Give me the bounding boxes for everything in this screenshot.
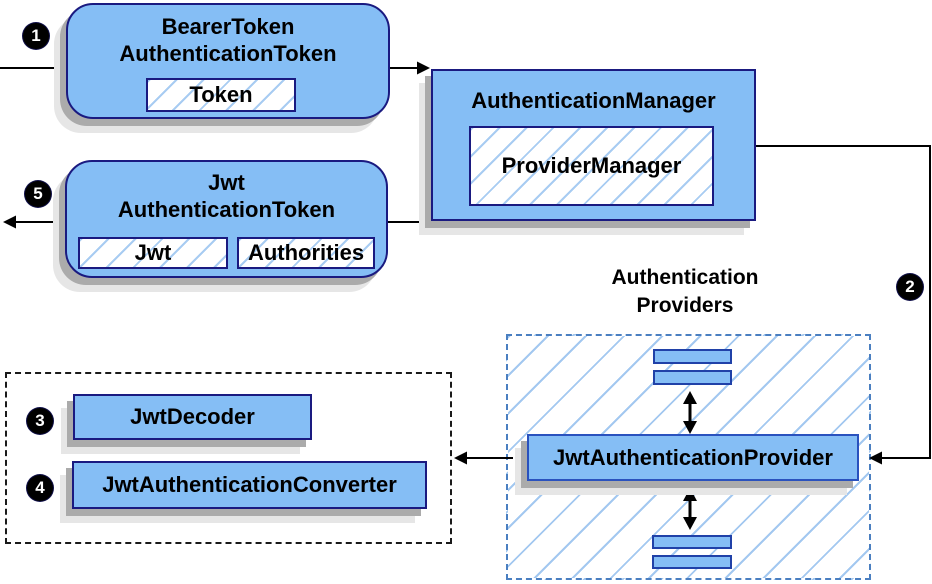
step-3-badge: 3 (27, 408, 53, 434)
step-4-badge: 4 (27, 475, 53, 501)
token-field-label: Token (189, 82, 253, 107)
arrow-to-converter-group (454, 451, 513, 465)
provider-placeholder-bar (652, 555, 732, 569)
token-field: Token (146, 78, 296, 112)
provider-manager-label: ProviderManager (501, 153, 682, 178)
provider-manager-field: ProviderManager (469, 126, 714, 206)
double-arrow-top (683, 391, 697, 434)
bearer-token-title: BearerToken AuthenticationToken (119, 14, 337, 66)
provider-placeholder-bar (653, 370, 732, 385)
authentication-manager-title: AuthenticationManager (471, 88, 716, 113)
jwt-field: Jwt (78, 237, 228, 269)
step-1-badge: 1 (23, 23, 49, 49)
step-5-badge: 5 (25, 181, 51, 207)
jwt-authentication-provider-node: JwtAuthenticationProvider (527, 434, 859, 481)
step-2-badge: 2 (897, 274, 923, 300)
converter-group-container (5, 372, 452, 544)
double-arrow-bottom (683, 488, 697, 530)
jwt-decoder-label: JwtDecoder (130, 404, 255, 429)
authorities-field: Authorities (237, 237, 375, 269)
jwt-authentication-token-title: Jwt AuthenticationToken (117, 170, 336, 222)
jwt-authentication-converter-node: JwtAuthenticationConverter (72, 461, 427, 509)
jwt-field-label: Jwt (134, 240, 172, 265)
arrow-response-out (3, 215, 65, 229)
arrow-to-jwt-authentication-provider (756, 145, 931, 465)
jwt-authentication-provider-label: JwtAuthenticationProvider (553, 444, 833, 470)
authorities-field-label: Authorities (247, 240, 365, 265)
provider-placeholder-bar (653, 349, 732, 364)
jwt-decoder-node: JwtDecoder (73, 394, 312, 440)
arrow-to-authentication-manager (390, 61, 430, 75)
jwt-authentication-converter-label: JwtAuthenticationConverter (102, 472, 397, 497)
provider-placeholder-bar (652, 535, 732, 549)
authentication-providers-label: Authentication Providers (611, 266, 759, 317)
